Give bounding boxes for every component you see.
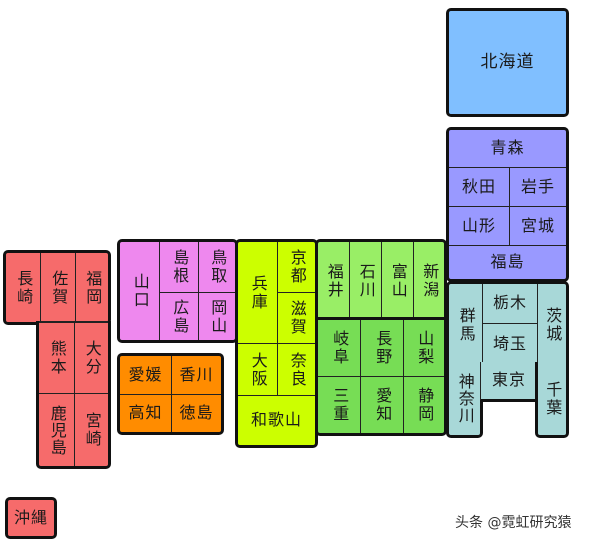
region-tohoku: 青森 秋田 岩手 山形 宮城 福島 <box>446 127 569 282</box>
pref-kagawa[interactable]: 香川 <box>172 356 221 395</box>
pref-saga[interactable]: 佐賀 <box>41 253 76 322</box>
pref-yamaguchi[interactable]: 山口 <box>120 242 160 340</box>
region-chubu-north: 福井 石川 富山 新潟 <box>315 239 447 320</box>
pref-iwate[interactable]: 岩手 <box>510 168 566 207</box>
region-okinawa: 沖縄 <box>5 497 57 539</box>
region-kanto-chiba: 千葉 <box>535 362 569 438</box>
pref-tochigi[interactable]: 栃木 <box>483 284 538 324</box>
pref-saitama[interactable]: 埼玉 <box>483 324 538 365</box>
pref-osaka[interactable]: 大阪 <box>238 344 278 396</box>
pref-niigata[interactable]: 新潟 <box>420 263 440 299</box>
pref-kochi[interactable]: 高知 <box>120 395 172 432</box>
pref-oita[interactable]: 大分 <box>75 322 108 394</box>
pref-shiga[interactable]: 滋賀 <box>278 293 315 344</box>
pref-tottori[interactable]: 鳥取 <box>199 242 235 293</box>
region-hokkaido: 北海道 <box>446 8 569 117</box>
pref-kumamoto[interactable]: 熊本 <box>39 322 75 394</box>
pref-tokushima[interactable]: 徳島 <box>179 403 214 423</box>
kyushu-divider <box>39 321 108 323</box>
region-shikoku: 愛媛 香川 高知 徳島 <box>117 353 224 435</box>
pref-yamagata[interactable]: 山形 <box>449 207 510 246</box>
region-kinki: 兵庫 京都 滋賀 大阪 奈良 和歌山 <box>235 239 318 448</box>
region-kyushu-top: 長崎 佐賀 福岡 <box>3 250 111 325</box>
pref-okinawa[interactable]: 沖縄 <box>13 507 48 527</box>
pref-mie[interactable]: 三重 <box>318 377 361 433</box>
region-kanto-top: 群馬 栃木 埼玉 茨城 <box>446 281 569 365</box>
pref-miyazaki[interactable]: 宮崎 <box>82 412 102 448</box>
pref-tokyo[interactable]: 東京 <box>491 370 526 390</box>
pref-shizuoka[interactable]: 静岡 <box>415 387 435 423</box>
pref-okayama[interactable]: 岡山 <box>208 298 228 335</box>
region-chubu-south: 岐阜 長野 山梨 三重 愛知 静岡 <box>315 317 447 436</box>
region-kyushu-bottom: 熊本 大分 鹿児島 宮崎 <box>36 321 111 469</box>
pref-akita[interactable]: 秋田 <box>449 168 510 207</box>
region-kanto-kanagawa: 神奈川 <box>446 362 483 438</box>
pref-ishikawa[interactable]: 石川 <box>350 242 382 320</box>
pref-gunma[interactable]: 群馬 <box>449 284 483 365</box>
pref-fukushima[interactable]: 福島 <box>490 252 525 272</box>
pref-aichi[interactable]: 愛知 <box>361 377 404 433</box>
pref-wakayama[interactable]: 和歌山 <box>250 410 302 430</box>
pref-fukuoka[interactable]: 福岡 <box>83 269 103 306</box>
pref-kagoshima[interactable]: 鹿児島 <box>39 394 75 466</box>
pref-aomori[interactable]: 青森 <box>449 130 566 168</box>
watermark: 头条 @霓虹研究猿 <box>455 515 572 531</box>
pref-hiroshima[interactable]: 広島 <box>160 293 199 340</box>
pref-nara[interactable]: 奈良 <box>278 344 315 396</box>
pref-hyogo[interactable]: 兵庫 <box>238 242 278 344</box>
pref-miyagi[interactable]: 宮城 <box>510 207 566 246</box>
pref-gifu[interactable]: 岐阜 <box>318 320 361 377</box>
region-kanto-tokyo: 東京 <box>480 362 538 402</box>
pref-toyama[interactable]: 富山 <box>382 242 414 320</box>
region-chugoku: 山口 島根 鳥取 広島 岡山 <box>117 239 238 343</box>
pref-fukui[interactable]: 福井 <box>318 242 350 320</box>
pref-ibaraki[interactable]: 茨城 <box>543 306 563 343</box>
pref-nagano[interactable]: 長野 <box>361 320 404 377</box>
pref-ehime[interactable]: 愛媛 <box>120 356 172 395</box>
pref-hokkaido[interactable]: 北海道 <box>480 51 535 72</box>
pref-kyoto[interactable]: 京都 <box>278 242 315 293</box>
pref-shimane[interactable]: 島根 <box>160 242 199 293</box>
pref-kanagawa[interactable]: 神奈川 <box>455 373 475 424</box>
pref-yamanashi[interactable]: 山梨 <box>404 320 444 377</box>
pref-nagasaki[interactable]: 長崎 <box>6 253 41 322</box>
pref-chiba[interactable]: 千葉 <box>543 380 563 417</box>
